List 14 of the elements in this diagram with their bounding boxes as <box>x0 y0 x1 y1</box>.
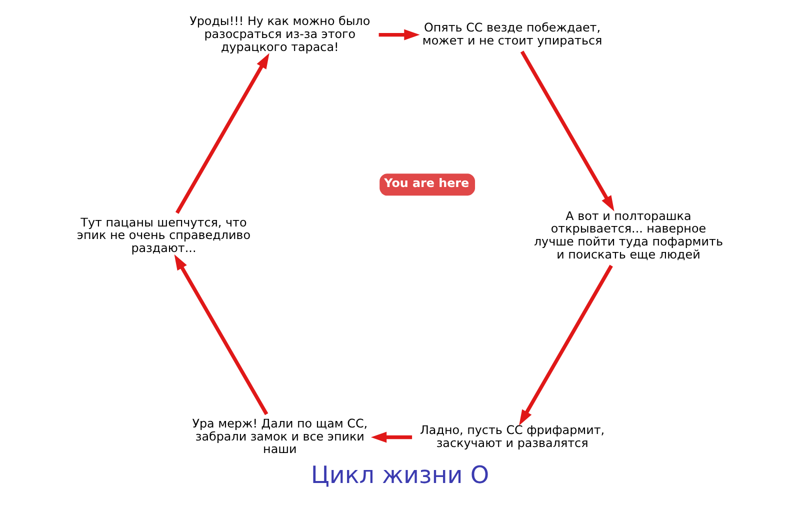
node-text: Ладно, пусть СС фрифармит, заскучают и развалятся <box>420 422 605 450</box>
node-text: Тут пацаны шепчутся, что эпик не очень справедливо раздают... <box>76 215 251 255</box>
arrow <box>370 432 412 443</box>
arrow <box>378 29 420 40</box>
node-text: Ура мерж! Дали по щам СС, забрали замок и все эпики наши <box>192 416 368 456</box>
node-text: А вот и полторашка открывается... наверное лучше пойти туда пофармить и поискать еще людей <box>534 208 723 262</box>
node-text: Опять СС везде побеждает, может и не стоит упираться <box>422 20 602 48</box>
arrow <box>174 254 268 416</box>
arrow <box>175 53 270 214</box>
arrow <box>520 50 614 212</box>
node-text: Уроды!!! Ну как можно было разосраться из-за этого дурацкого тараса! <box>190 14 370 54</box>
arrow <box>519 264 613 426</box>
diagram-title: Цикл жизни О <box>310 460 490 489</box>
label: You are here <box>384 176 470 190</box>
